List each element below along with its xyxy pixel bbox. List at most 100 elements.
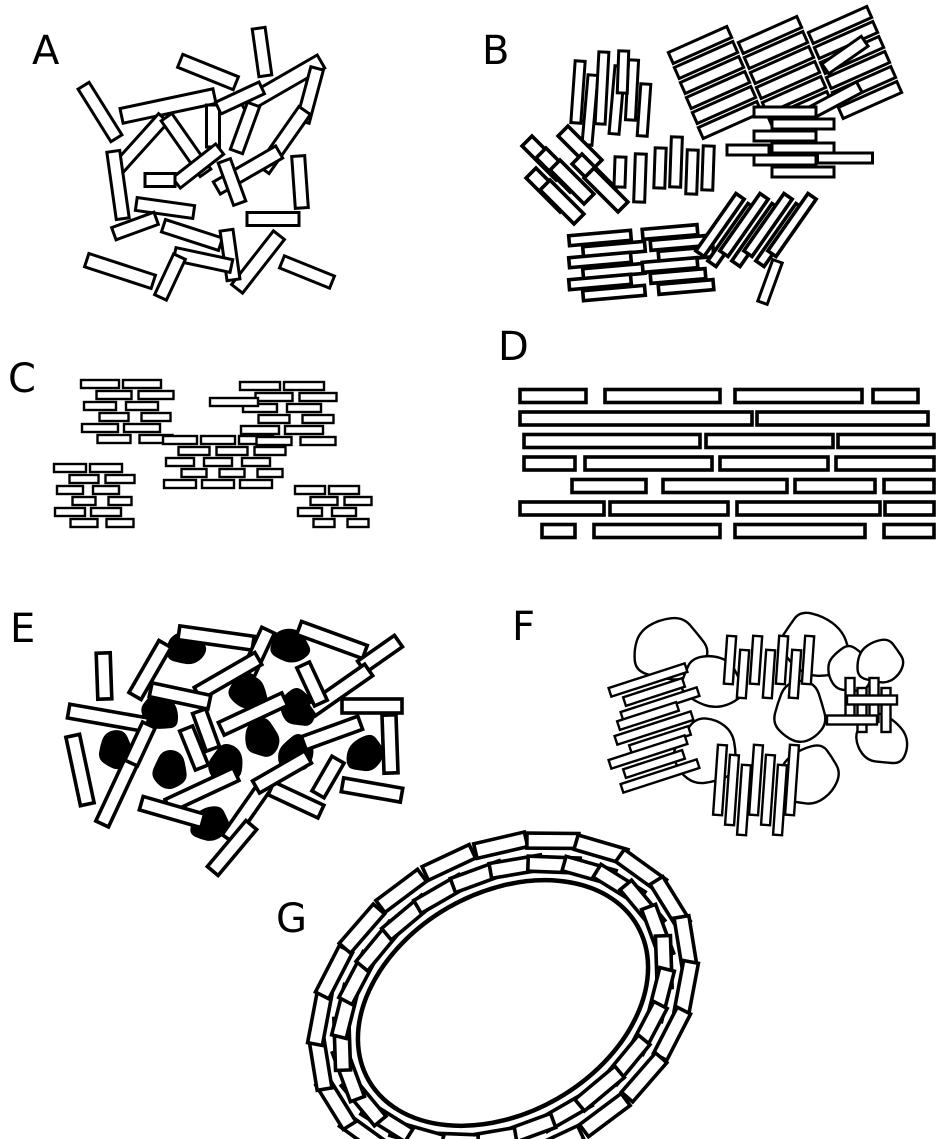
panel-c-plates bbox=[54, 380, 372, 527]
clay-plate bbox=[73, 497, 96, 505]
clay-plate bbox=[720, 457, 828, 470]
clay-plate bbox=[750, 636, 762, 685]
clay-plate bbox=[70, 475, 99, 483]
clay-plate bbox=[341, 778, 403, 802]
clay-plate bbox=[247, 213, 299, 226]
clay-plate bbox=[311, 497, 338, 505]
clay-plate bbox=[706, 435, 833, 448]
clay-plate bbox=[670, 137, 683, 187]
clay-plate bbox=[737, 502, 880, 515]
clay-plate bbox=[109, 497, 132, 505]
clay-plate bbox=[300, 393, 337, 401]
clay-plate bbox=[795, 480, 875, 493]
dark-particle bbox=[151, 748, 189, 790]
silt-grain bbox=[774, 681, 825, 742]
panel-d-plates bbox=[520, 390, 934, 538]
clay-plate bbox=[256, 393, 293, 401]
clay-plate bbox=[735, 390, 862, 403]
clay-plate bbox=[332, 508, 356, 516]
panel-b-plates bbox=[522, 7, 902, 305]
clay-plate bbox=[735, 525, 865, 538]
clay-plate bbox=[663, 480, 787, 493]
clay-plate bbox=[637, 84, 651, 137]
clay-plate bbox=[345, 497, 372, 505]
panel-g-plates bbox=[308, 830, 699, 1139]
clay-plate bbox=[241, 426, 279, 434]
clay-plate bbox=[106, 475, 135, 483]
clay-plate bbox=[524, 457, 575, 470]
clay-plate bbox=[126, 402, 158, 410]
panel-f-plates bbox=[609, 603, 918, 835]
clay-plate bbox=[873, 390, 918, 403]
clay-plate bbox=[98, 435, 131, 443]
clay-plate bbox=[763, 650, 775, 699]
clay-plate bbox=[885, 502, 934, 515]
panel-d-label: D bbox=[498, 324, 529, 370]
panel-d: D bbox=[498, 324, 934, 538]
clay-plate bbox=[737, 765, 751, 835]
clay-plate bbox=[737, 650, 749, 699]
clay-plate bbox=[287, 404, 321, 412]
clay-plate bbox=[85, 254, 156, 289]
panel-b: B bbox=[482, 7, 902, 305]
clay-plate bbox=[634, 154, 647, 202]
clay-plate bbox=[614, 157, 626, 187]
clay-plate bbox=[303, 415, 334, 423]
clay-plate bbox=[201, 436, 235, 444]
clay-plate bbox=[571, 61, 585, 124]
clay-plate bbox=[348, 519, 369, 527]
clay-plate bbox=[240, 480, 272, 488]
clay-plate bbox=[232, 231, 285, 293]
clay-plate bbox=[773, 765, 787, 835]
clay-plate bbox=[55, 508, 85, 516]
clay-plate bbox=[520, 412, 752, 425]
clay-plate bbox=[542, 525, 575, 538]
clay-plate bbox=[84, 402, 116, 410]
clay-plate bbox=[252, 27, 272, 76]
clay-plate bbox=[207, 105, 220, 147]
panel-e-plates bbox=[66, 621, 403, 875]
clay-plate bbox=[776, 636, 788, 685]
clay-plate bbox=[884, 480, 934, 493]
clay-plate bbox=[594, 525, 720, 538]
clay-plate bbox=[847, 696, 897, 705]
clay-plate bbox=[178, 54, 239, 89]
clay-plate bbox=[382, 715, 398, 773]
clay-plate bbox=[210, 398, 258, 406]
clay-plate bbox=[772, 167, 834, 177]
clay-plate bbox=[836, 457, 934, 470]
clay-plate bbox=[91, 508, 121, 516]
clay-plate bbox=[520, 502, 604, 515]
clay-plate bbox=[617, 51, 628, 93]
clay-plate bbox=[182, 469, 207, 477]
clay-plate bbox=[280, 256, 335, 288]
clay-plate bbox=[610, 502, 728, 515]
clay-plate bbox=[284, 382, 324, 390]
clay-plate bbox=[595, 52, 609, 124]
clay-plate bbox=[724, 636, 736, 685]
clay-plate bbox=[96, 653, 112, 699]
clay-plate bbox=[259, 415, 290, 423]
clay-plate bbox=[166, 458, 194, 466]
clay-plate bbox=[520, 390, 586, 403]
clay-plate bbox=[757, 412, 928, 425]
clay-plate bbox=[524, 435, 700, 448]
clay-plate bbox=[772, 119, 834, 129]
clay-plate bbox=[258, 469, 283, 477]
clay-plate bbox=[163, 436, 197, 444]
clay-plate bbox=[301, 437, 336, 445]
clay-plate bbox=[474, 832, 528, 858]
clay-plate bbox=[145, 174, 175, 187]
clay-plate bbox=[257, 437, 292, 445]
clay-plate bbox=[342, 699, 402, 713]
clay-plate bbox=[107, 519, 134, 527]
clay-plate bbox=[66, 734, 94, 805]
clay-plate bbox=[292, 156, 309, 209]
clay-plate bbox=[97, 391, 132, 399]
clay-plate bbox=[139, 391, 174, 399]
clay-plate bbox=[761, 755, 775, 825]
clay-plate bbox=[204, 458, 232, 466]
panel-f-label: F bbox=[512, 604, 535, 650]
panel-a: A bbox=[32, 27, 334, 300]
